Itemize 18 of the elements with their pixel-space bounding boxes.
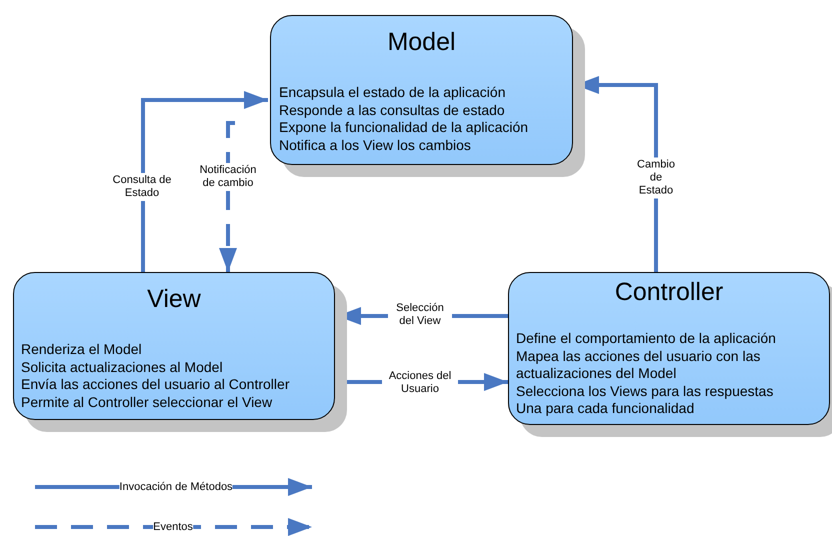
responsibility-text: Mapea las acciones del usuario con las actualizaciones del Model [516,348,762,382]
responsibility-text: Permite al Controller seleccionar el View [21,394,274,411]
arrow [141,91,268,272]
responsibility-text: Responde a las consultas de estado [279,102,506,119]
legend-label: Eventos [153,521,193,533]
responsibility-text: Una para cada funcionalidad [516,400,696,418]
responsibility-text: Define el comportamiento de la aplicación [516,330,777,348]
responsibility-text: Expone la funcionalidad de la aplicación [279,119,530,136]
responsibility-text: Envía las acciones del usuario al Controller [21,376,290,394]
responsibility-text: Renderiza el Model [21,341,143,358]
box-title: Controller [614,278,724,307]
box-title: View [146,285,202,314]
responsibility-text: Encapsula el estado de la aplicación [279,84,506,102]
box-title: Model [386,28,457,57]
responsibility-text: Notifica a los View los cambios [279,136,472,154]
legend-label: Invocación de Métodos [119,481,233,493]
responsibility-text: Solicita actualizaciones al Model [21,358,224,376]
responsibility-text: Selecciona los Views para las respuestas [516,382,774,400]
